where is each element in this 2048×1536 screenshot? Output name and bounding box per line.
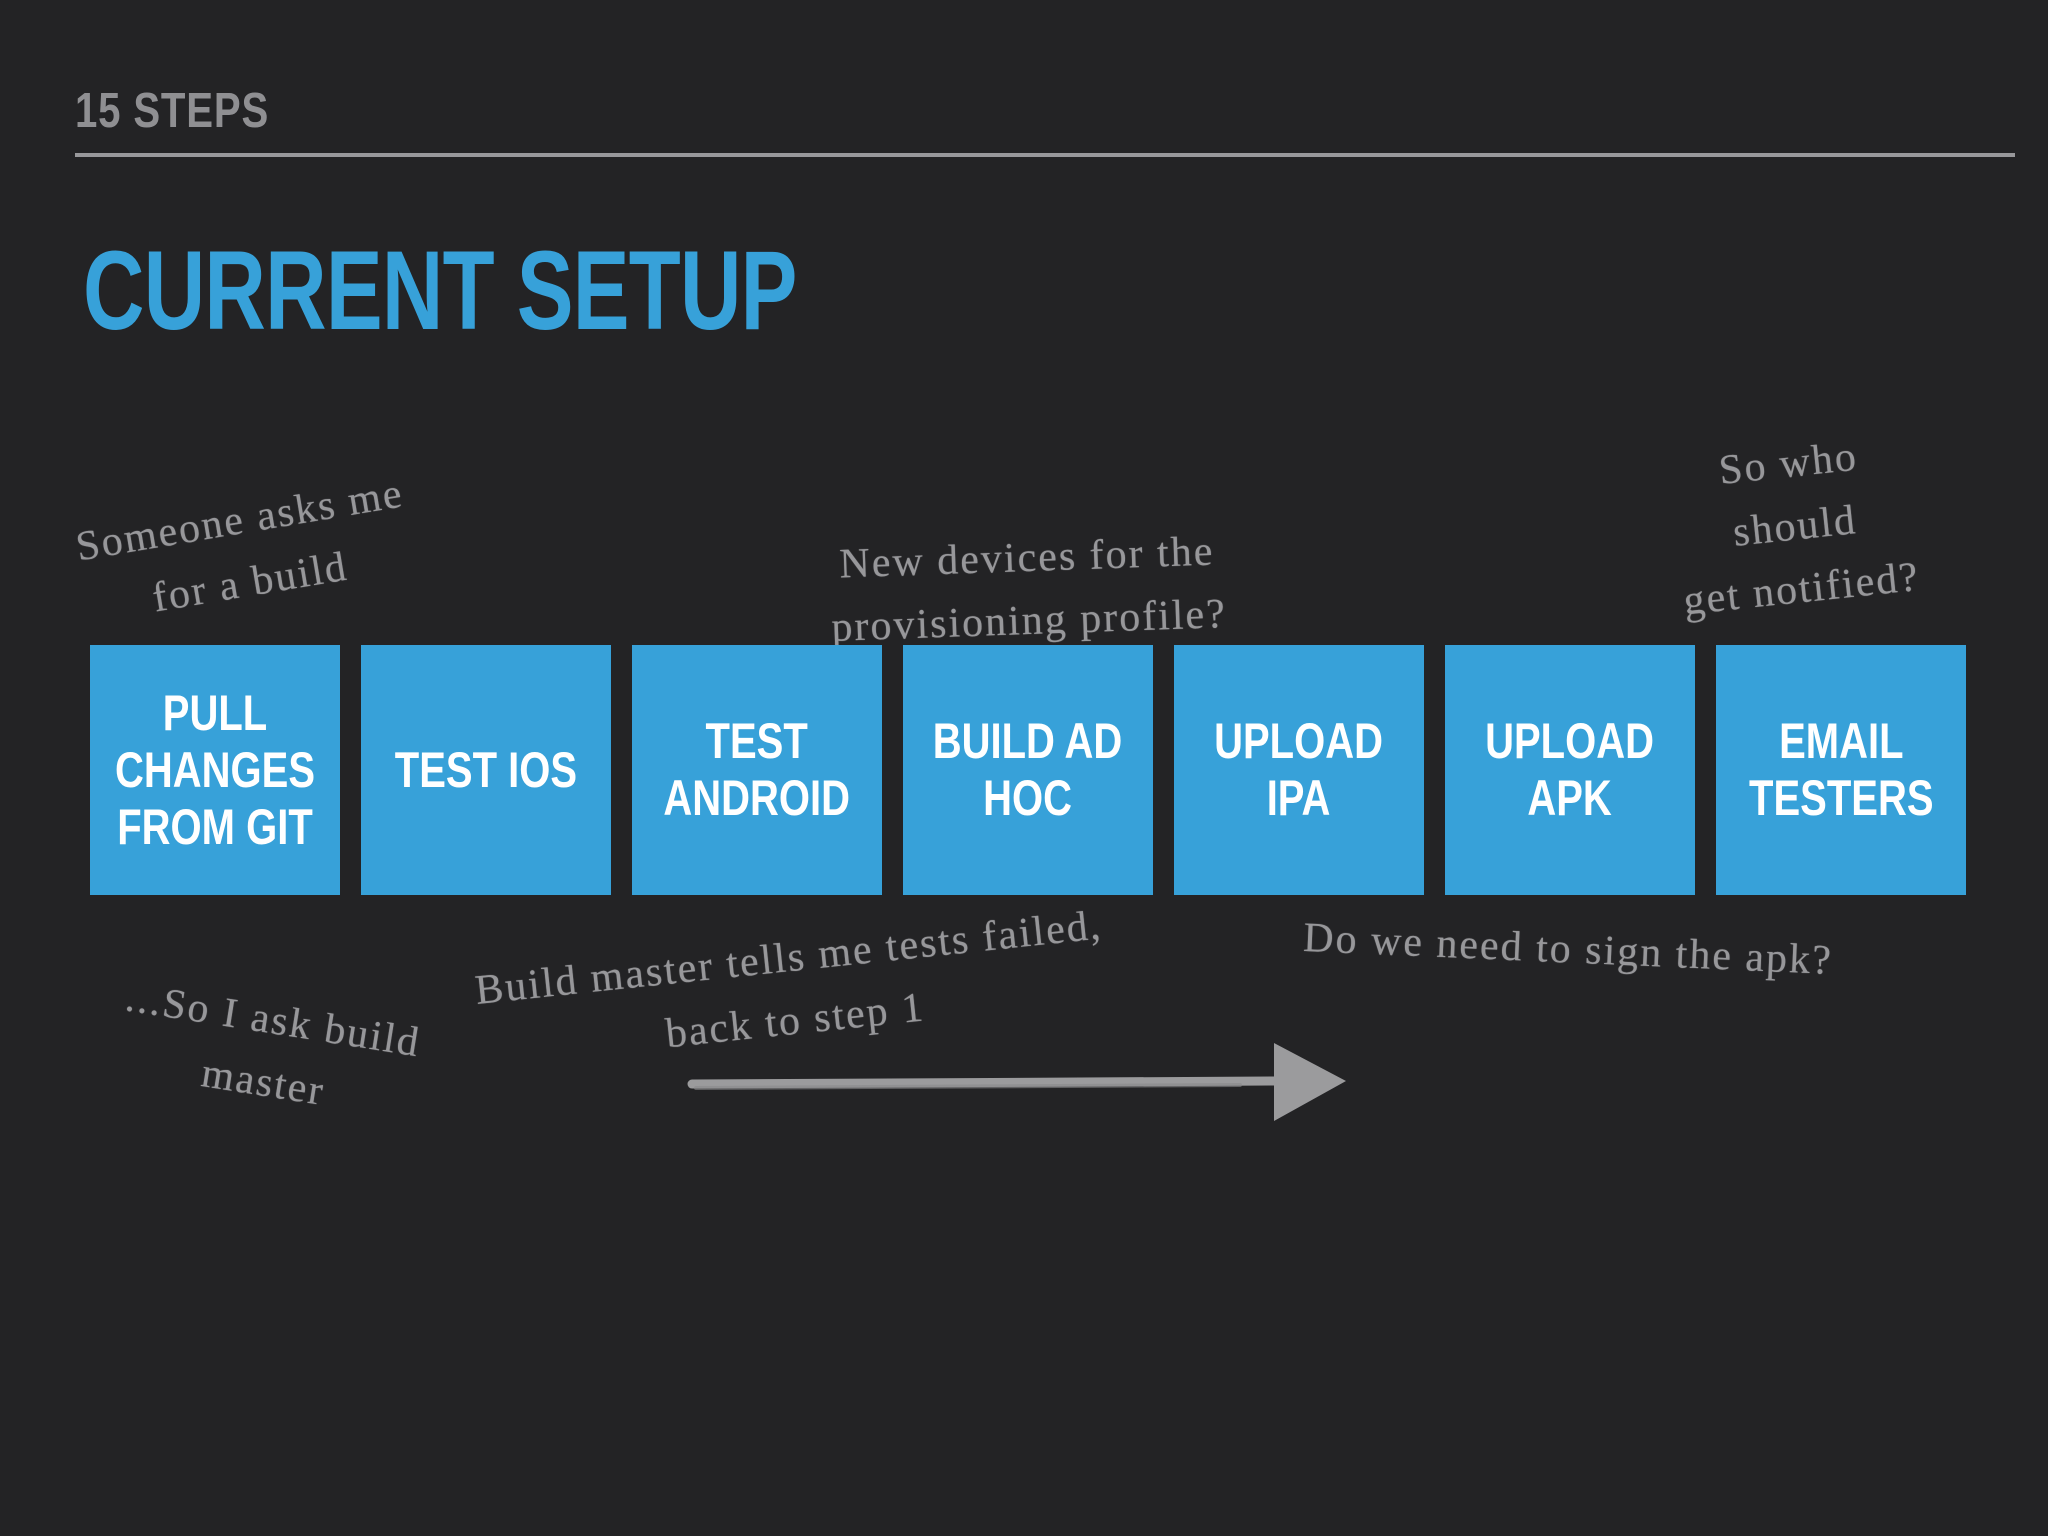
step-box-test-android: TEST ANDROID [632, 645, 882, 895]
step-label: UPLOAD APK [1485, 713, 1655, 826]
right-arrow-icon [687, 1043, 1346, 1121]
header-divider [75, 153, 2015, 157]
step-box-pull-changes: PULL CHANGES FROM GIT [90, 645, 340, 895]
annotation-ask-build-master: ...So I ask build master [122, 974, 424, 1116]
step-box-email-testers: EMAIL TESTERS [1716, 645, 1966, 895]
annotation-someone-asks: Someone asks me for a build [72, 470, 407, 622]
step-label: PULL CHANGES FROM GIT [114, 684, 316, 855]
step-label: UPLOAD IPA [1214, 713, 1384, 826]
step-box-upload-apk: UPLOAD APK [1445, 645, 1695, 895]
step-box-upload-ipa: UPLOAD IPA [1174, 645, 1424, 895]
step-label: TEST ANDROID [663, 713, 851, 826]
step-box-build-ad-hoc: BUILD AD HOC [903, 645, 1153, 895]
step-box-test-ios: TEST IOS [361, 645, 611, 895]
slide-kicker: 15 STEPS [75, 84, 270, 138]
step-label: BUILD AD HOC [933, 713, 1123, 826]
step-label: TEST IOS [394, 741, 578, 798]
step-label: EMAIL TESTERS [1748, 713, 1934, 826]
page-title: CURRENT SETUP [83, 228, 797, 353]
steps-row: PULL CHANGES FROM GIT TEST IOS TEST ANDR… [90, 645, 1966, 895]
annotation-who-notified: So who should get notified? [1681, 433, 1922, 625]
annotation-new-devices: New devices for the provisioning profile… [830, 528, 1228, 651]
annotation-sign-apk: Do we need to sign the apk? [1302, 914, 1834, 985]
